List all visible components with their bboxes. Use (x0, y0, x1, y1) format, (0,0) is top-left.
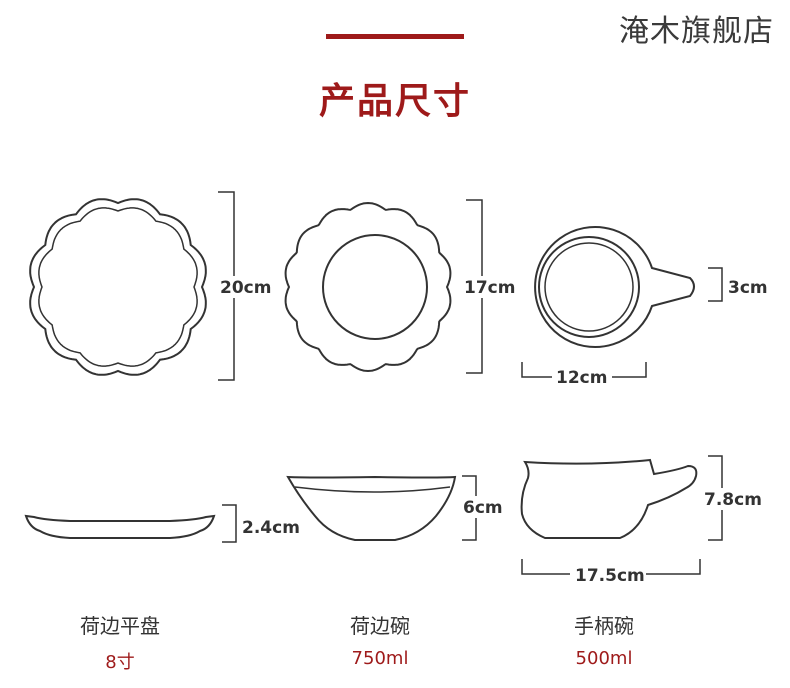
plate-height-bracket (222, 504, 237, 543)
plate-diameter-label: 20cm (220, 278, 271, 298)
plate-side-view (24, 514, 216, 539)
handle-width-label: 3cm (728, 278, 768, 298)
handle-bowl-top-view (534, 226, 695, 348)
handle-bowl-inner-circle (544, 242, 634, 332)
lotus-bowl-side-view (286, 475, 457, 541)
title-divider (326, 34, 464, 39)
product-name-bowl: 荷边碗 (350, 614, 410, 638)
bowl-height-label: 6cm (463, 498, 503, 518)
product-spec-bowl: 750ml (351, 648, 409, 669)
bowl-diameter-label: 17cm (464, 278, 515, 298)
handle-bowl-diameter-label: 12cm (556, 368, 607, 388)
product-name-plate: 荷边平盘 (80, 614, 160, 638)
handle-bowl-side-view (520, 458, 698, 539)
handle-width-bracket (708, 267, 723, 302)
lotus-plate-inner-rim (38, 207, 198, 367)
product-name-handle-bowl: 手柄碗 (574, 614, 634, 638)
handle-bowl-length-label: 17.5cm (575, 566, 645, 586)
lotus-plate-top-view (29, 198, 207, 376)
store-name: 淹木旗舰店 (619, 14, 774, 49)
lotus-bowl-inner-circle (322, 234, 428, 340)
section-title: 产品尺寸 (318, 81, 471, 122)
handle-bowl-inner-rim (538, 236, 640, 338)
product-spec-plate: 8寸 (105, 652, 135, 673)
plate-height-label: 2.4cm (242, 518, 300, 538)
lotus-bowl-top-view (284, 201, 452, 373)
handle-bowl-height-label: 7.8cm (704, 490, 762, 510)
bowl-rim-line (294, 486, 451, 493)
product-spec-handle-bowl: 500ml (575, 648, 633, 669)
